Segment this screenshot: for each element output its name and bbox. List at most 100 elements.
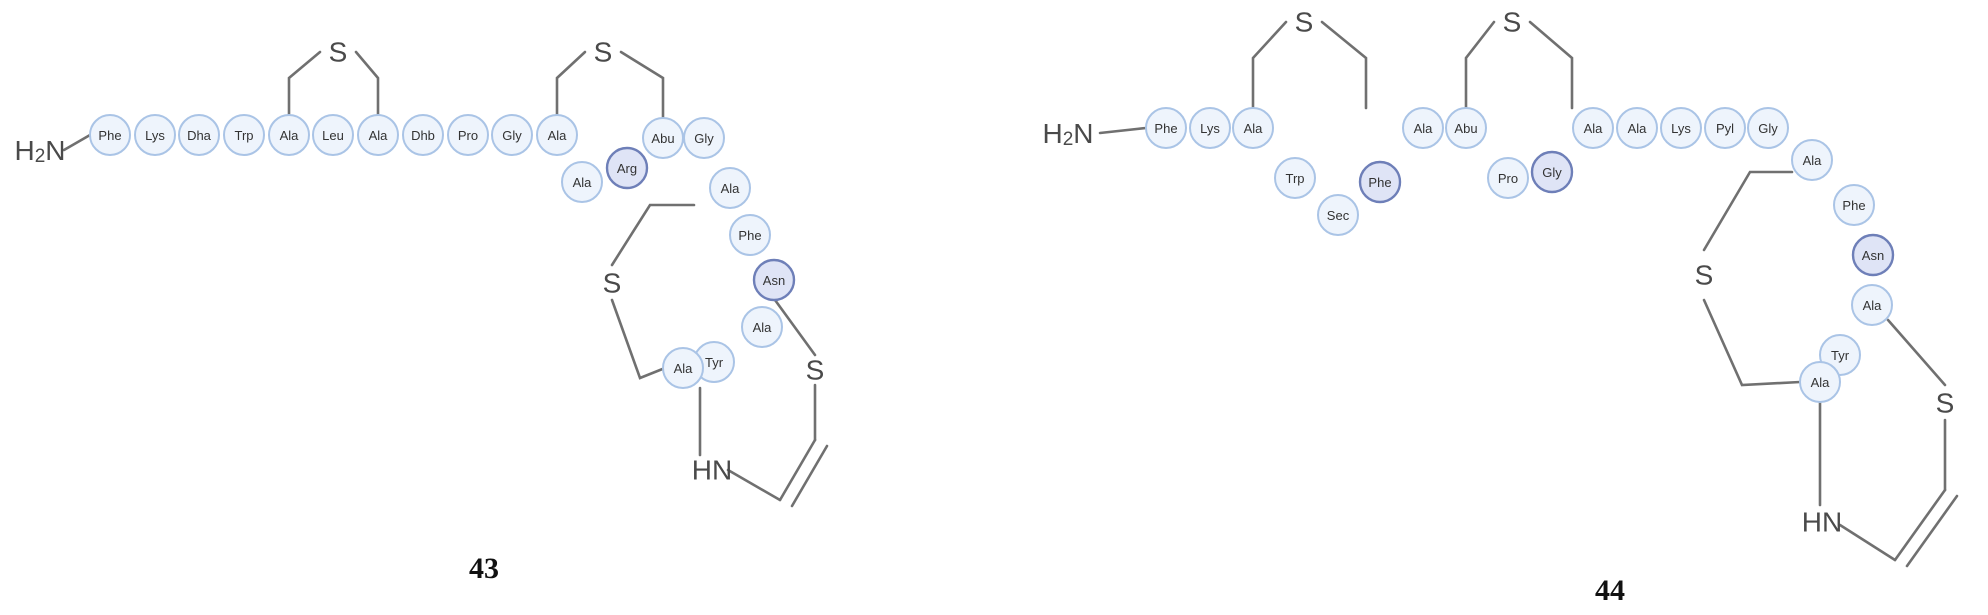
residue-trp-43-3: Trp xyxy=(223,114,265,156)
thioether-bridge-3-bottom-43 xyxy=(610,298,667,380)
residue-circle xyxy=(491,114,533,156)
residue-lys-44-12: Lys xyxy=(1660,107,1702,149)
residue-circle xyxy=(1402,107,1444,149)
residue-ala-43-15: Ala xyxy=(709,167,751,209)
residue-ala-44-15: Ala xyxy=(1791,139,1833,181)
thioether-bridge-1-right-44 xyxy=(1320,20,1368,110)
residue-circle xyxy=(1660,107,1702,149)
vinyl-to-amine-bond-44 xyxy=(1838,523,1897,562)
residue-arg-43-12: Arg xyxy=(605,146,649,190)
residue-circle xyxy=(1317,194,1359,236)
residue-gly-44-14: Gly xyxy=(1747,107,1789,149)
residue-tyr-43-19: Tyr xyxy=(693,341,735,383)
residue-phe-44-16: Phe xyxy=(1833,184,1875,226)
thioether-bridge-2-left-44 xyxy=(1464,20,1496,110)
residue-phe-44-5: Phe xyxy=(1358,160,1402,204)
residue-gly-43-9: Gly xyxy=(491,114,533,156)
residue-label: Lys xyxy=(145,128,165,143)
residue-label: Asn xyxy=(1862,248,1884,263)
residue-circle xyxy=(1530,150,1574,194)
residue-circle xyxy=(1616,107,1658,149)
sulfur-atom-1-44: S xyxy=(1295,7,1314,38)
residue-label: Pro xyxy=(458,128,478,143)
sulfur-atom-2-43: S xyxy=(594,37,613,68)
residue-ala-43-11: Ala xyxy=(561,161,603,203)
residue-ala-43-4: Ala xyxy=(268,114,310,156)
residue-label: Sec xyxy=(1327,208,1350,223)
residue-label: Ala xyxy=(1414,121,1434,136)
residue-gly-43-14: Gly xyxy=(683,117,725,159)
sulfur-atom-4-44: S xyxy=(1936,388,1955,419)
residue-circle xyxy=(134,114,176,156)
residue-abu-44-7: Abu xyxy=(1445,107,1487,149)
residue-circle xyxy=(402,114,444,156)
residue-circle xyxy=(447,114,489,156)
residue-circle xyxy=(1791,139,1833,181)
residue-circle xyxy=(683,117,725,159)
residue-circle xyxy=(1274,157,1316,199)
residue-circle xyxy=(662,347,704,389)
residue-label: Ala xyxy=(548,128,568,143)
residue-circle xyxy=(1189,107,1231,149)
residue-circle xyxy=(268,114,310,156)
residue-label: Abu xyxy=(651,131,674,146)
residue-label: Gly xyxy=(1542,165,1562,180)
residue-leu-43-5: Leu xyxy=(312,114,354,156)
residue-label: Pyl xyxy=(1716,121,1734,136)
residue-ala-44-6: Ala xyxy=(1402,107,1444,149)
residue-ala-43-18: Ala xyxy=(741,306,783,348)
residue-sec-44-4: Sec xyxy=(1317,194,1359,236)
residue-label: Phe xyxy=(738,228,761,243)
residue-circle xyxy=(357,114,399,156)
n-terminus-44: H2N xyxy=(1042,118,1093,150)
vinyl-double-bond-b-44 xyxy=(1905,494,1959,568)
residue-ala-44-2: Ala xyxy=(1232,107,1274,149)
residue-label: Abu xyxy=(1454,121,1477,136)
residue-circle xyxy=(1445,107,1487,149)
residue-label: Gly xyxy=(1758,121,1778,136)
residue-circle xyxy=(1704,107,1746,149)
residue-label: Leu xyxy=(322,128,344,143)
residue-label: Arg xyxy=(617,161,637,176)
residue-circle xyxy=(1487,157,1529,199)
thioether-bridge-1-left-43 xyxy=(287,50,322,117)
residue-circle xyxy=(223,114,265,156)
residue-ala-44-20: Ala xyxy=(1799,361,1841,403)
vinyl-to-amine-bond-43 xyxy=(726,468,782,502)
residue-label: Ala xyxy=(753,320,773,335)
thioether-bridge-3-bottom-44 xyxy=(1702,298,1802,387)
residue-circle xyxy=(178,114,220,156)
amine-atom-44: HN xyxy=(1802,507,1842,538)
residue-circle xyxy=(752,258,796,302)
residue-label: Ala xyxy=(369,128,389,143)
sulfur-atom-4-43: S xyxy=(806,355,825,386)
n-terminus-43: H2N xyxy=(14,135,65,167)
residue-label: Phe xyxy=(1842,198,1865,213)
thioether-bridge-2-right-44 xyxy=(1528,20,1574,110)
residue-circle xyxy=(605,146,649,190)
residue-lys-44-1: Lys xyxy=(1189,107,1231,149)
thioether-bridge-2-right-43 xyxy=(619,50,665,120)
residue-label: Lys xyxy=(1671,121,1691,136)
residue-label: Lys xyxy=(1200,121,1220,136)
residue-circle xyxy=(561,161,603,203)
residue-dha-43-2: Dha xyxy=(178,114,220,156)
residue-label: Ala xyxy=(280,128,300,143)
thioether-bridge-3-top-44 xyxy=(1702,170,1794,252)
residue-label: Ala xyxy=(1244,121,1264,136)
residue-label: Trp xyxy=(234,128,253,143)
residue-label: Ala xyxy=(1811,375,1831,390)
residue-label: Gly xyxy=(694,131,714,146)
residue-label: Tyr xyxy=(705,355,724,370)
residue-ala-44-18: Ala xyxy=(1851,284,1893,326)
residue-ala-44-11: Ala xyxy=(1616,107,1658,149)
residue-label: Phe xyxy=(1368,175,1391,190)
residue-label: Ala xyxy=(1628,121,1648,136)
vinyl-double-bond-a-44 xyxy=(1893,488,1947,562)
residue-circle xyxy=(1232,107,1274,149)
residue-ala-43-10: Ala xyxy=(536,114,578,156)
n-terminus-bond-43 xyxy=(62,133,92,152)
